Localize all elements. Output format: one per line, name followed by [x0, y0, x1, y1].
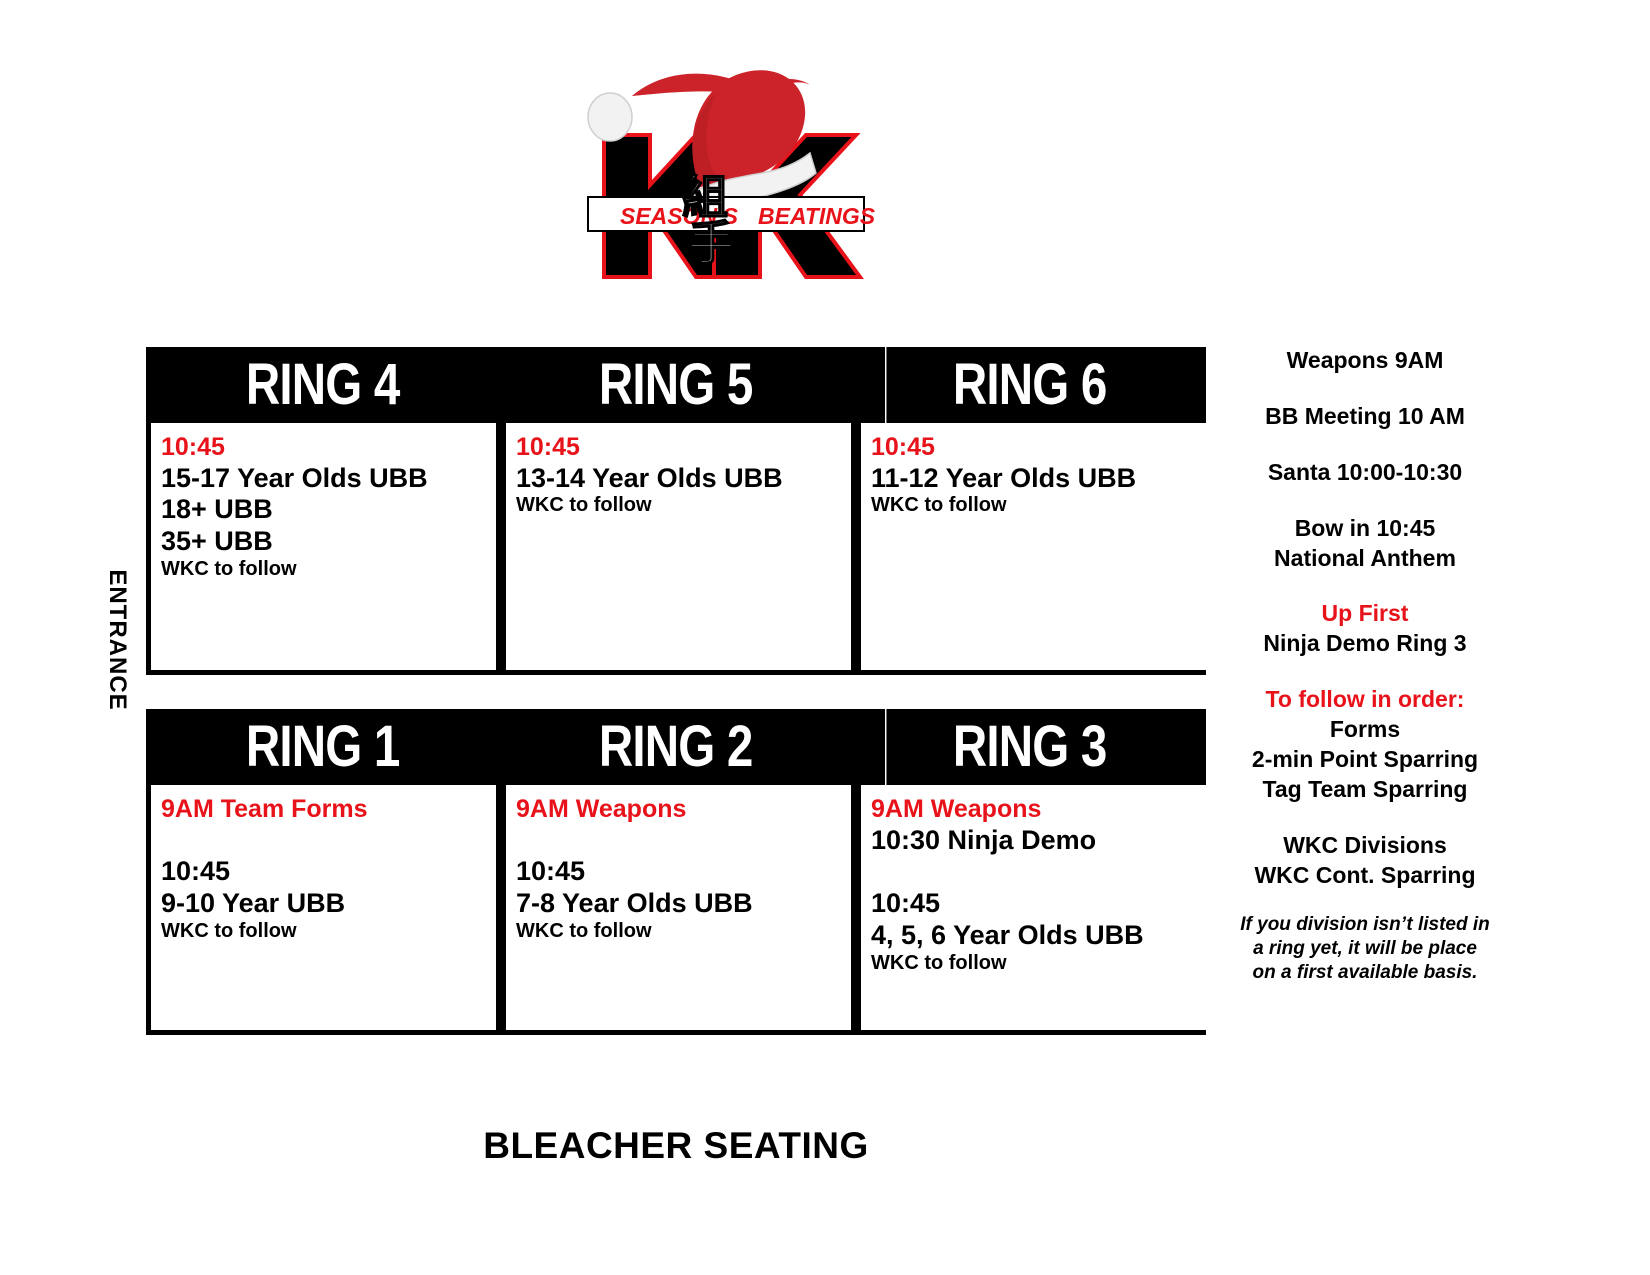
- schedule-line: Bow in 10:45: [1294, 514, 1436, 541]
- ring-line: 10:45: [516, 856, 586, 887]
- schedule-line: Forms: [1329, 716, 1401, 743]
- kanji-kumite-icon: 組 手: [681, 169, 735, 271]
- schedule-spacer: [1240, 432, 1490, 458]
- ring-header-row-bottom: RING 1 RING 2 RING 3: [146, 709, 1206, 785]
- ring-header-2: RING 2: [599, 714, 753, 779]
- schedule-line: National Anthem: [1274, 544, 1456, 571]
- ring-header-1: RING 1: [245, 714, 400, 779]
- svg-text:手: 手: [688, 216, 734, 270]
- ring-line: 11-12 Year Olds UBB: [871, 462, 1137, 493]
- schedule-spacer: [1240, 488, 1490, 514]
- event-logo: SEASON'S BEATINGS 組 手: [500, 45, 900, 305]
- ring-line: WKC to follow: [871, 494, 1007, 517]
- ring-header-4: RING 4: [245, 352, 400, 417]
- ring-line: 10:45: [161, 433, 225, 461]
- ring-line: WKC to follow: [516, 920, 652, 943]
- ring-line: 13-14 Year Olds UBB: [516, 462, 783, 493]
- schedule-line: WKC Cont. Sparring: [1254, 861, 1476, 888]
- schedule-line: Up First: [1321, 600, 1409, 627]
- ring-line: 35+ UBB: [161, 526, 273, 557]
- ring-line: 9AM Weapons: [516, 795, 687, 823]
- schedule-line: Tag Team Sparring: [1262, 775, 1468, 802]
- ring-line: 10:30 Ninja Demo: [871, 824, 1097, 855]
- ring-header-5: RING 5: [599, 352, 753, 417]
- ring-line: 15-17 Year Olds UBB: [161, 462, 428, 493]
- schedule-line: Ninja Demo Ring 3: [1263, 630, 1467, 657]
- ring-table-bottom: RING 1 RING 2 RING 3 9AM Team Forms 10:4…: [146, 709, 1206, 1035]
- schedule-footnote: If you division isn’t listed in a ring y…: [1240, 913, 1490, 984]
- schedule-line: WKC Divisions: [1283, 831, 1447, 858]
- ring-line: 10:45: [871, 888, 941, 919]
- schedule-line: Weapons 9AM: [1286, 347, 1444, 373]
- schedule-spacer: [1240, 573, 1490, 599]
- schedule-spacer: [1240, 376, 1490, 402]
- svg-text:組: 組: [682, 170, 728, 224]
- schedule-spacer: [1240, 659, 1490, 685]
- schedule-line: BB Meeting 10 AM: [1265, 402, 1465, 429]
- ring-header-3: RING 3: [884, 709, 1174, 785]
- ring-line: 9AM Weapons: [871, 795, 1042, 823]
- ring-line: 4, 5, 6 Year Olds UBB: [871, 920, 1144, 951]
- entrance-label: ENTRANCE: [104, 569, 131, 711]
- ring-line: [161, 825, 496, 857]
- ring-line: WKC to follow: [161, 920, 297, 943]
- bleacher-seating-label: BLEACHER SEATING: [483, 1125, 869, 1166]
- ring-line: WKC to follow: [516, 494, 652, 517]
- ring-line: 7-8 Year Olds UBB: [516, 888, 753, 919]
- seasons-beatings-banner: SEASON'S BEATINGS: [587, 196, 876, 232]
- ring-header-row-top: RING 4 RING 5 RING 6: [146, 347, 1206, 423]
- ring-line: 9AM Team Forms: [161, 795, 368, 823]
- ring-line: 10:45: [161, 856, 231, 887]
- ring-line: [871, 856, 1206, 888]
- schedule-line-list: Weapons 9AM BB Meeting 10 AM Santa 10:00…: [1240, 346, 1490, 891]
- ring-line: 10:45: [871, 433, 935, 461]
- ring-line: 9-10 Year UBB: [161, 888, 346, 919]
- schedule-line: To follow in order:: [1265, 686, 1465, 713]
- schedule-line: Santa 10:00-10:30: [1267, 458, 1463, 485]
- ring-line: 18+ UBB: [161, 494, 273, 525]
- ring-header-6: RING 6: [884, 347, 1174, 423]
- ring-line: WKC to follow: [161, 558, 297, 581]
- ring-line: [516, 825, 851, 857]
- schedule-spacer: [1240, 805, 1490, 831]
- schedule-panel: Weapons 9AM BB Meeting 10 AM Santa 10:00…: [1240, 346, 1490, 986]
- ring-line: 10:45: [516, 433, 580, 461]
- ring-line: WKC to follow: [871, 951, 1007, 974]
- banner-left-text: SEASON'S: [620, 203, 739, 229]
- schedule-line: 2-min Point Sparring: [1251, 746, 1479, 773]
- banner-right-text: BEATINGS: [758, 203, 876, 229]
